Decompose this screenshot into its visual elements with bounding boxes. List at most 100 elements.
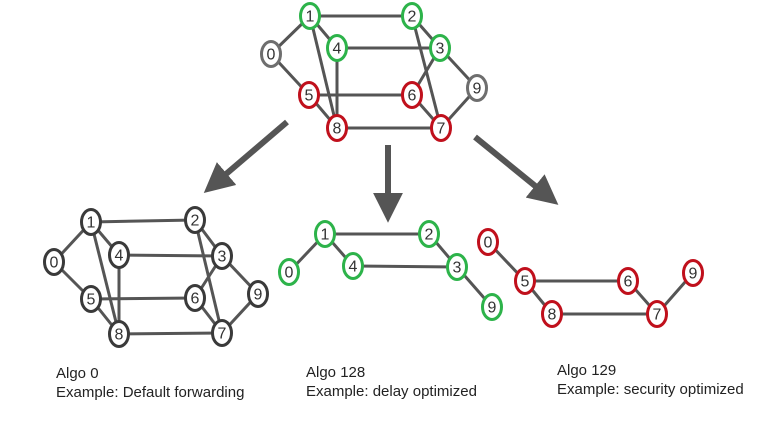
node-circle <box>646 300 668 328</box>
node-3: 3 <box>211 242 233 270</box>
edge-4-3 <box>351 264 459 269</box>
node-9: 9 <box>481 293 503 321</box>
node-label: 4 <box>115 248 124 265</box>
node-1: 1 <box>314 220 336 248</box>
edge-8-7 <box>117 331 224 336</box>
algo129-title: Algo 129 <box>557 362 617 379</box>
node-0: 0 <box>278 258 300 286</box>
node-3: 3 <box>446 253 468 281</box>
node-circle <box>80 285 102 313</box>
node-circle <box>80 208 102 236</box>
algo128-example: Example: delay optimized <box>306 383 477 400</box>
node-1: 1 <box>80 208 102 236</box>
node-label: 0 <box>267 47 276 64</box>
node-label: 5 <box>521 274 530 291</box>
node-8: 8 <box>108 320 130 348</box>
node-label: 0 <box>484 235 493 252</box>
node-circle <box>430 114 452 142</box>
node-label: 6 <box>624 274 633 291</box>
node-circle <box>314 220 336 248</box>
node-circle <box>184 206 206 234</box>
edge-1-8 <box>89 220 121 336</box>
edge-4-3 <box>117 253 224 258</box>
node-circle <box>184 284 206 312</box>
node-label: 6 <box>191 291 200 308</box>
split-arrows <box>203 119 559 223</box>
node-0: 0 <box>43 248 65 276</box>
node-2: 2 <box>401 2 423 30</box>
node-label: 4 <box>333 41 342 58</box>
algo0-example: Example: Default forwarding <box>56 384 245 401</box>
node-7: 7 <box>211 319 233 347</box>
node-circle <box>278 258 300 286</box>
node-label: 1 <box>321 227 330 244</box>
node-circle <box>481 293 503 321</box>
node-circle <box>446 253 468 281</box>
node-7: 7 <box>646 300 668 328</box>
node-label: 0 <box>285 265 294 282</box>
node-circle <box>429 34 451 62</box>
algo0-title: Algo 0 <box>56 365 99 382</box>
node-circle <box>342 252 364 280</box>
algo128-title: Algo 128 <box>306 364 366 381</box>
algo0-graph: 0 1 2 3 4 5 6 7 8 9 <box>43 206 269 348</box>
node-circle <box>326 114 348 142</box>
node-label: 3 <box>218 249 227 266</box>
node-9: 9 <box>682 259 704 287</box>
node-circle <box>299 2 321 30</box>
node-circle <box>260 40 282 68</box>
edge-5-6 <box>89 296 197 301</box>
node-label: 5 <box>305 88 314 105</box>
node-label: 1 <box>87 215 96 232</box>
algo128-graph: 0 1 2 4 3 9 <box>278 220 503 321</box>
split-arrow-3 <box>473 134 559 205</box>
node-circle <box>617 267 639 295</box>
node-5: 5 <box>80 285 102 313</box>
node-label: 8 <box>548 307 557 324</box>
algo129-caption: Algo 129 Example: security optimized <box>557 361 744 399</box>
node-label: 5 <box>87 292 96 309</box>
node-7: 7 <box>430 114 452 142</box>
node-circle <box>108 320 130 348</box>
node-label: 3 <box>453 260 462 277</box>
node-6: 6 <box>617 267 639 295</box>
node-2: 2 <box>418 220 440 248</box>
edge-1-8 <box>308 14 339 130</box>
node-circle <box>211 242 233 270</box>
node-6: 6 <box>401 81 423 109</box>
algo129-graph: 0 5 6 8 7 9 <box>477 228 704 328</box>
node-4: 4 <box>108 241 130 269</box>
node-4: 4 <box>342 252 364 280</box>
node-5: 5 <box>298 81 320 109</box>
node-6: 6 <box>184 284 206 312</box>
node-label: 6 <box>408 88 417 105</box>
node-circle <box>298 81 320 109</box>
node-label: 8 <box>333 121 342 138</box>
node-label: 2 <box>408 9 417 26</box>
node-label: 1 <box>306 9 315 26</box>
node-0: 0 <box>477 228 499 256</box>
node-label: 2 <box>191 213 200 230</box>
node-circle <box>326 34 348 62</box>
node-4: 4 <box>326 34 348 62</box>
node-circle <box>247 280 269 308</box>
algo129-example: Example: security optimized <box>557 381 744 398</box>
node-5: 5 <box>514 267 536 295</box>
node-circle <box>514 267 536 295</box>
node-9: 9 <box>466 74 488 102</box>
node-label: 7 <box>437 121 446 138</box>
edge-1-2 <box>89 218 197 224</box>
node-circle <box>401 81 423 109</box>
node-label: 9 <box>488 300 497 317</box>
node-label: 8 <box>115 327 124 344</box>
node-circle <box>541 300 563 328</box>
node-label: 7 <box>218 326 227 343</box>
node-8: 8 <box>541 300 563 328</box>
node-circle <box>477 228 499 256</box>
node-9: 9 <box>247 280 269 308</box>
node-label: 7 <box>653 307 662 324</box>
node-circle <box>466 74 488 102</box>
node-circle <box>682 259 704 287</box>
